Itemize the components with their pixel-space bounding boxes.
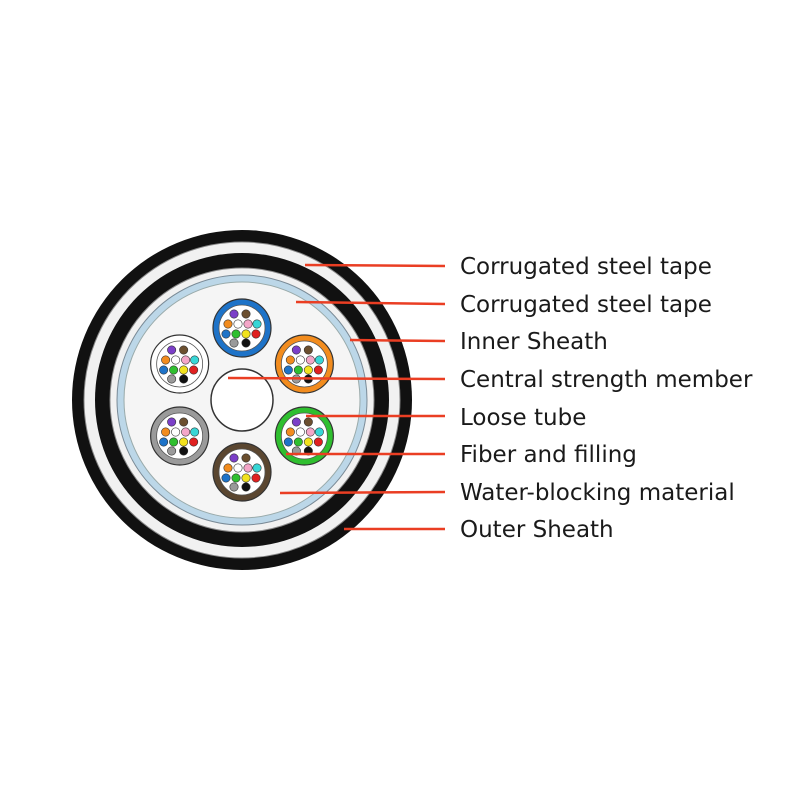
optical-fiber (303, 365, 313, 375)
label-outer-sheath: Outer Sheath (460, 517, 614, 543)
optical-fiber (241, 338, 251, 348)
optical-fiber (179, 437, 189, 447)
optical-fiber (305, 355, 315, 365)
label-central-strength-member: Central strength member (460, 367, 753, 393)
optical-fiber (241, 453, 251, 463)
optical-fiber (179, 374, 189, 384)
optical-fiber (221, 329, 231, 339)
optical-fiber (229, 309, 239, 319)
label-loose-tube: Loose tube (460, 405, 586, 431)
optical-fiber (291, 417, 301, 427)
label-water-blocking-material: Water-blocking material (460, 480, 735, 506)
optical-fiber (167, 446, 177, 456)
leader-line-3 (349, 338, 446, 343)
optical-fiber (243, 319, 253, 329)
label-outer-corrugated-steel-tape: Corrugated steel tape (460, 254, 712, 280)
optical-fiber (181, 427, 191, 437)
optical-fiber (171, 427, 181, 437)
central-strength-member (210, 368, 274, 432)
optical-fiber (252, 319, 262, 329)
optical-fiber (295, 427, 305, 437)
optical-fiber (171, 355, 181, 365)
optical-fiber (314, 427, 324, 437)
optical-fiber (293, 437, 303, 447)
optical-fiber (285, 427, 295, 437)
loose-tube-orange (274, 334, 334, 394)
optical-fiber (241, 473, 251, 483)
optical-fiber (159, 437, 169, 447)
optical-fiber (293, 365, 303, 375)
optical-fiber (167, 374, 177, 384)
optical-fiber (161, 427, 171, 437)
optical-fiber (231, 473, 241, 483)
label-fiber-and-filling: Fiber and filling (460, 442, 637, 468)
optical-fiber (229, 482, 239, 492)
optical-fiber (313, 365, 323, 375)
optical-fiber (305, 427, 315, 437)
leader-line-4 (227, 376, 446, 381)
optical-fiber (241, 309, 251, 319)
optical-fiber (159, 365, 169, 375)
optical-fiber (189, 437, 199, 447)
optical-fiber (303, 345, 313, 355)
loose-tube-blue (212, 298, 272, 358)
optical-fiber (179, 365, 189, 375)
optical-fiber (251, 473, 261, 483)
optical-fiber (252, 463, 262, 473)
optical-fiber (223, 463, 233, 473)
optical-fiber (181, 355, 191, 365)
optical-fiber (251, 329, 261, 339)
leader-lines (227, 263, 446, 531)
cable-cross-section (72, 230, 412, 570)
optical-fiber (189, 365, 199, 375)
optical-fiber (303, 437, 313, 447)
loose-tube-gray (150, 406, 210, 466)
optical-fiber (283, 365, 293, 375)
loose-tube-green (274, 406, 334, 466)
optical-fiber (179, 417, 189, 427)
loose-tube-brown (212, 442, 272, 502)
optical-fiber (283, 437, 293, 447)
optical-fiber (161, 355, 171, 365)
optical-fiber (233, 319, 243, 329)
optical-fiber (167, 417, 177, 427)
optical-fiber (221, 473, 231, 483)
optical-fiber (285, 355, 295, 365)
optical-fiber (223, 319, 233, 329)
optical-fiber (169, 437, 179, 447)
optical-fiber (190, 355, 200, 365)
optical-fiber (241, 482, 251, 492)
optical-fiber (303, 417, 313, 427)
optical-fiber (241, 329, 251, 339)
optical-fiber (233, 463, 243, 473)
optical-fiber (229, 338, 239, 348)
optical-fiber (167, 345, 177, 355)
optical-fiber (229, 453, 239, 463)
leader-line-2 (295, 300, 446, 306)
loose-tube-white (150, 334, 210, 394)
optical-fiber (190, 427, 200, 437)
optical-fiber (179, 446, 189, 456)
optical-fiber (231, 329, 241, 339)
label-inner-corrugated-steel-tape: Corrugated steel tape (460, 292, 712, 318)
optical-fiber (291, 345, 301, 355)
leader-line-7 (279, 490, 446, 495)
optical-fiber (179, 345, 189, 355)
optical-fiber (313, 437, 323, 447)
label-inner-sheath: Inner Sheath (460, 329, 608, 355)
optical-fiber (314, 355, 324, 365)
labels: Corrugated steel tape Corrugated steel t… (460, 254, 753, 543)
optical-fiber (169, 365, 179, 375)
leader-line-1 (304, 263, 446, 268)
loose-tubes (150, 298, 334, 502)
optical-fiber (295, 355, 305, 365)
optical-fiber (243, 463, 253, 473)
